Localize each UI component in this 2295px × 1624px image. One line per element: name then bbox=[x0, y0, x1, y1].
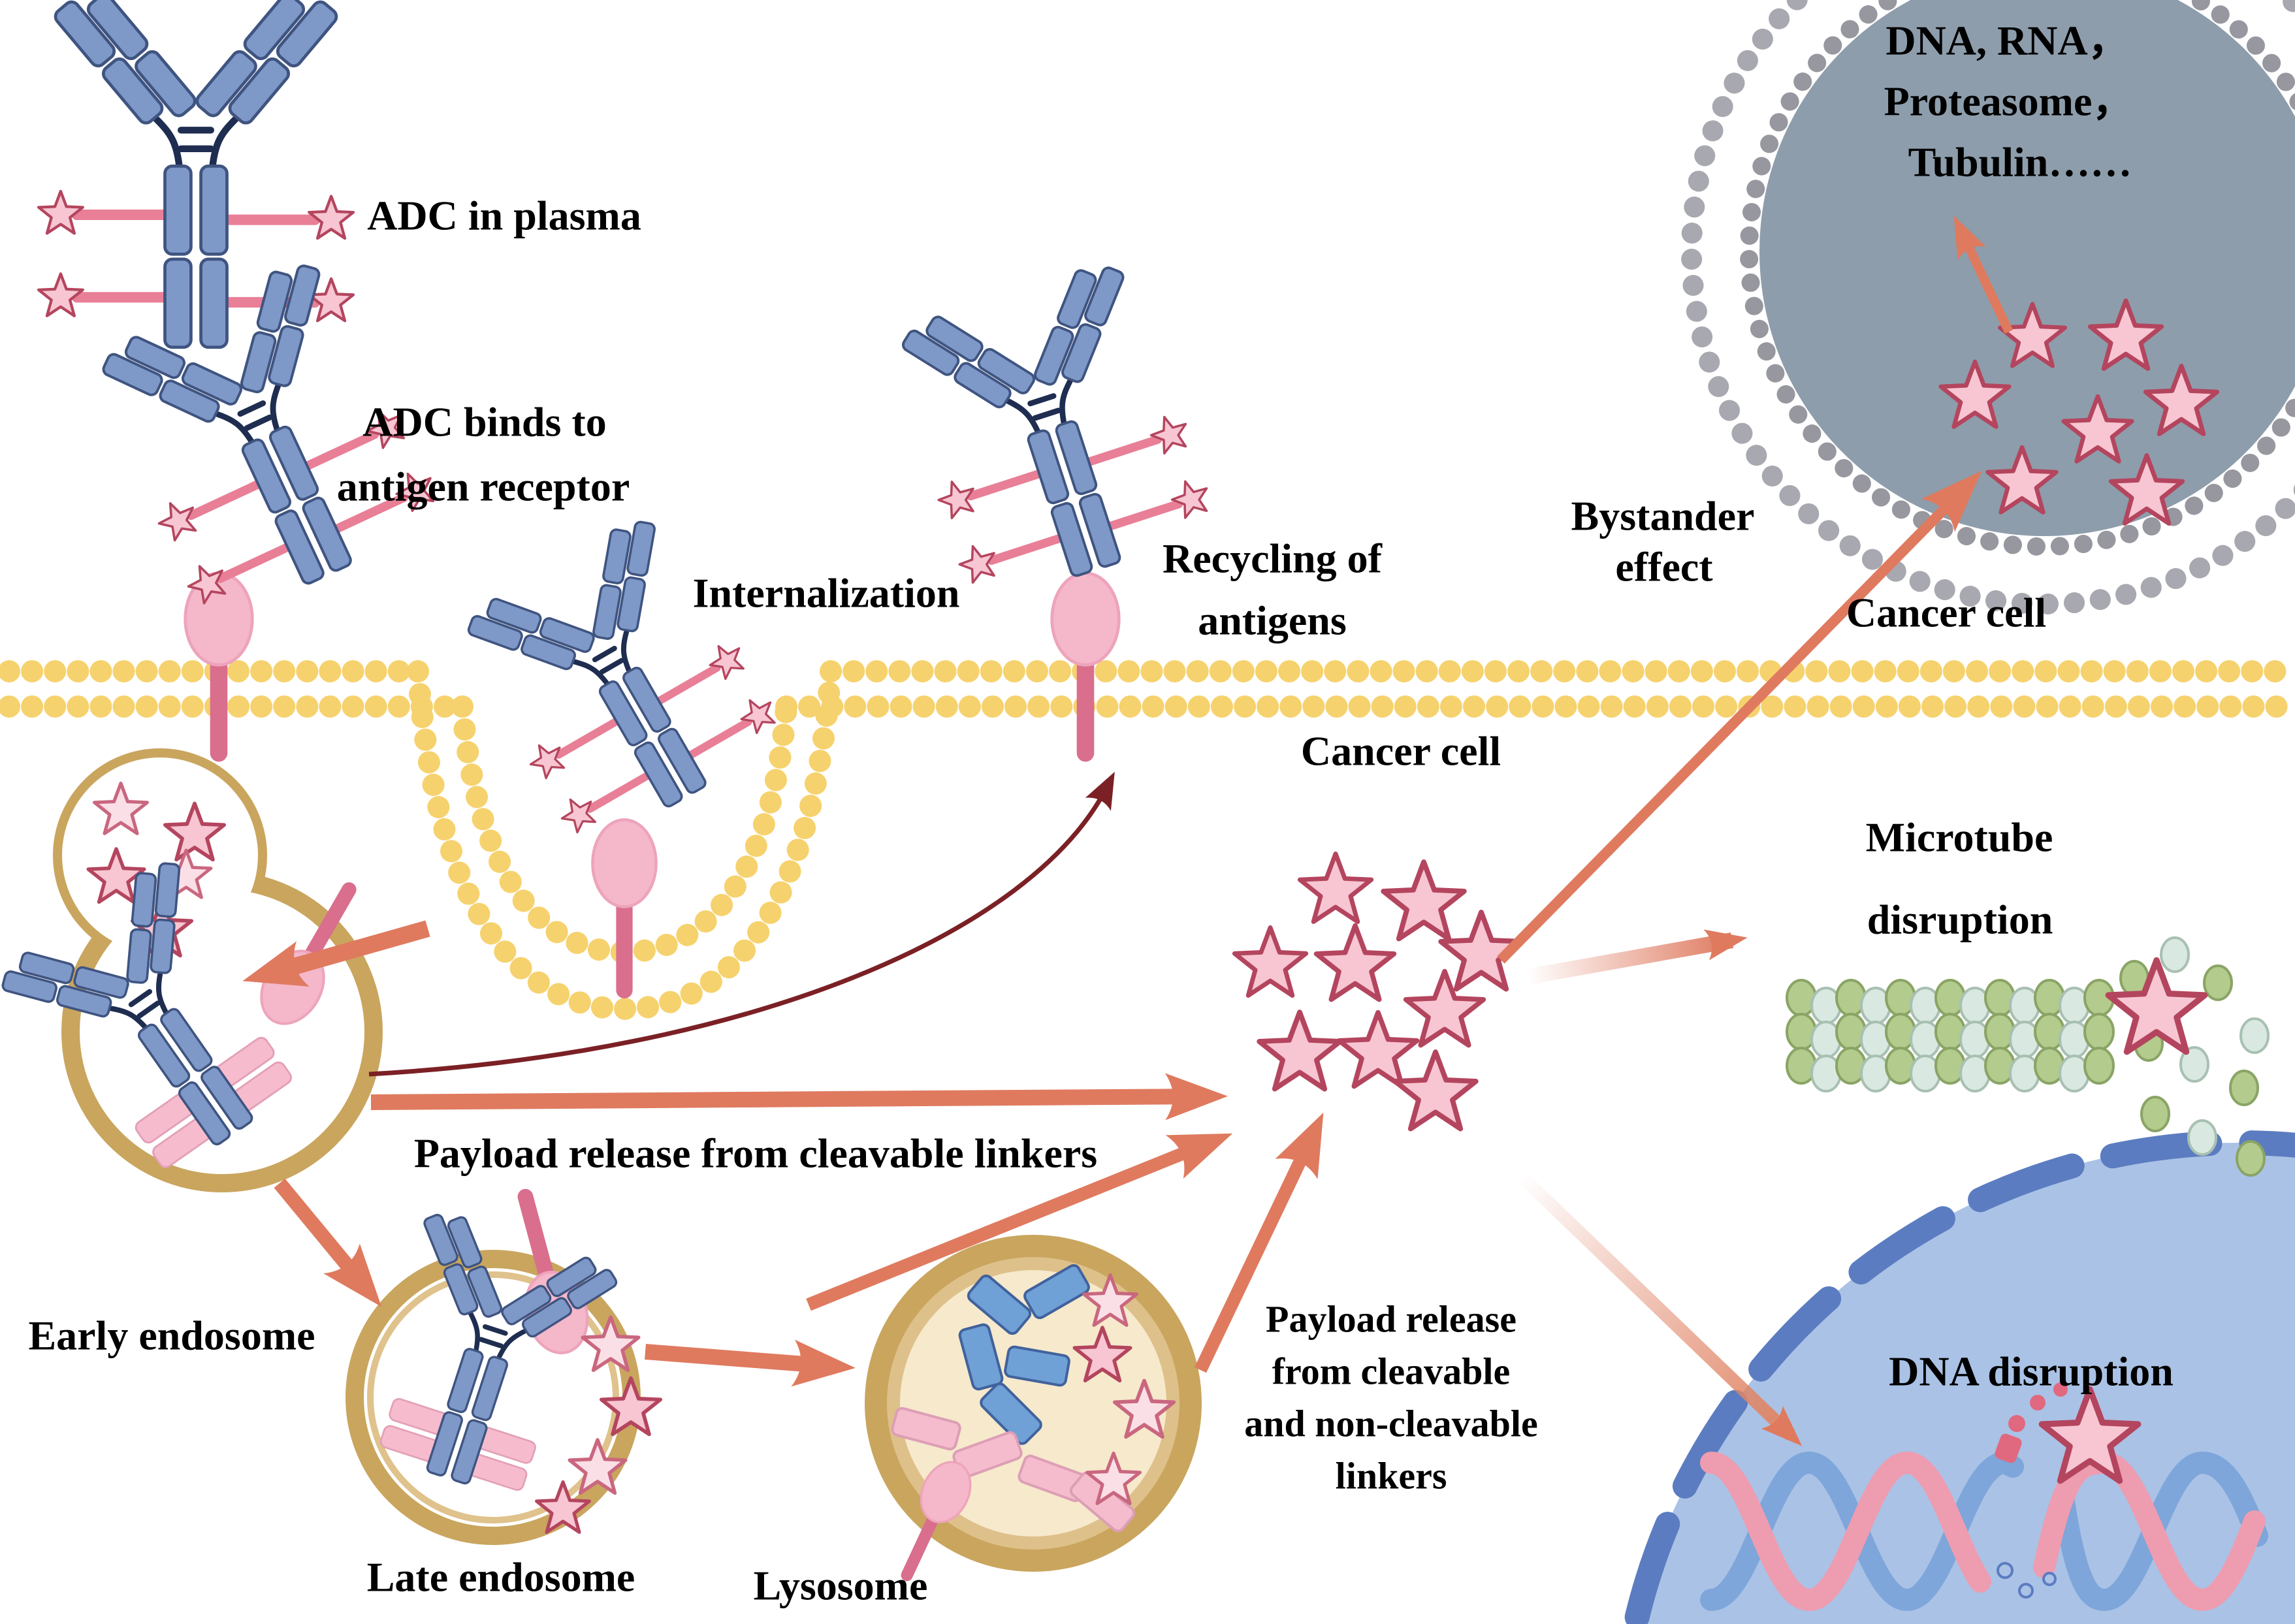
early-endosome bbox=[0, 748, 383, 1195]
label-microtube-1: Microtube bbox=[1866, 814, 2053, 861]
arrow-recycling-of-antigens bbox=[368, 771, 1115, 1077]
label-bystander-1: Bystander bbox=[1571, 493, 1755, 539]
tubulin-dimers-scattered-icon bbox=[2119, 936, 2270, 1177]
arrow-noncleavable-release-to-payload bbox=[1194, 1112, 1324, 1373]
cancer-cell-membrane-inner bbox=[1740, 0, 2295, 556]
dna-helix-icon bbox=[1700, 1382, 2268, 1612]
label-targets-1: DNA, RNA， bbox=[1886, 18, 2129, 64]
label-late-endosome: Late endosome bbox=[367, 1554, 635, 1600]
label-bystander-2: effect bbox=[1615, 544, 1713, 590]
label-dna-disruption: DNA disruption bbox=[1889, 1348, 2174, 1395]
process-arrows bbox=[242, 470, 1982, 1446]
late-endosome bbox=[345, 1181, 660, 1545]
label-adc-in-plasma: ADC in plasma bbox=[367, 193, 641, 239]
label-microtube-2: disruption bbox=[1867, 897, 2053, 943]
arrow-payload-to-targets-icon bbox=[1953, 215, 2014, 334]
label-payload-noncleavable-2: from cleavable bbox=[1272, 1350, 1511, 1393]
released-payload-cluster bbox=[1234, 854, 1521, 1129]
membrane-pit-outer bbox=[407, 660, 842, 1021]
adc-internalizing-icon bbox=[444, 496, 790, 856]
cancer-cell-body bbox=[1681, 0, 2295, 614]
label-internalization: Internalization bbox=[693, 570, 960, 616]
arrow-payload-to-nucleus bbox=[1517, 1171, 1803, 1446]
arrow-payload-release-cleavable bbox=[370, 1073, 1228, 1121]
label-recycling-2: antigens bbox=[1198, 597, 1347, 644]
label-lysosome: Lysosome bbox=[754, 1563, 928, 1609]
label-payload-noncleavable-3: and non-cleavable bbox=[1244, 1403, 1538, 1445]
arrow-early-to-late-endosome bbox=[274, 1178, 382, 1307]
label-recycling-1: Recycling of bbox=[1163, 535, 1383, 582]
labels: ADC in plasma ADC binds to antigen recep… bbox=[28, 18, 2173, 1609]
microtubule-icon bbox=[1786, 936, 2270, 1177]
label-early-endosome: Early endosome bbox=[28, 1313, 315, 1359]
nucleus bbox=[1622, 1130, 2295, 1624]
arrow-internalization-to-early-endosome bbox=[242, 920, 430, 987]
receptor-in-pit bbox=[592, 820, 656, 998]
label-payload-cleavable: Payload release from cleavable linkers bbox=[414, 1130, 1097, 1177]
label-payload-noncleavable-1: Payload release bbox=[1266, 1298, 1517, 1341]
label-cancer-cell-right: Cancer cell bbox=[1846, 590, 2046, 636]
arrow-late-endosome-to-lysosome bbox=[645, 1339, 856, 1387]
label-adc-binds-1: ADC binds to bbox=[362, 399, 606, 445]
label-targets-3: Tubulin…… bbox=[1908, 139, 2132, 185]
arrow-lysosome-to-payload bbox=[806, 1133, 1233, 1311]
arrow-bystander-effect bbox=[1497, 470, 1982, 964]
label-adc-binds-2: antigen receptor bbox=[337, 464, 630, 510]
lysosome bbox=[865, 1235, 1202, 1591]
cancer-cell-membrane-outer bbox=[1681, 0, 2295, 614]
arrow-payload-to-microtubule bbox=[1525, 929, 1748, 985]
label-cancer-cell-mid: Cancer cell bbox=[1301, 728, 1501, 774]
label-targets-2: Proteasome， bbox=[1884, 78, 2134, 125]
label-payload-noncleavable-4: linkers bbox=[1336, 1455, 1447, 1497]
dna-fragments-icon bbox=[1995, 1382, 2068, 1599]
